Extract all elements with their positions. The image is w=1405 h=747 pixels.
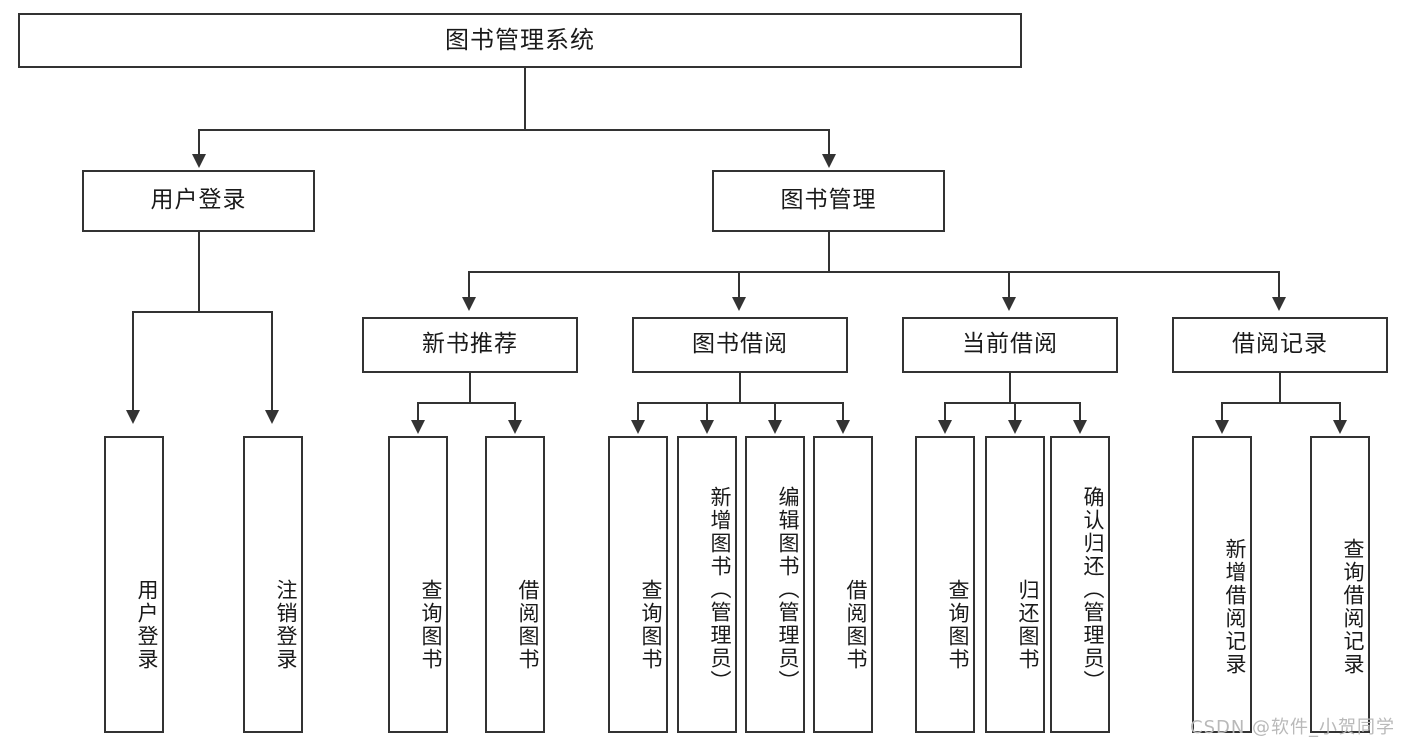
- node-label: 查询图书: [419, 578, 443, 671]
- node-borrow-record[interactable]: 借阅记录: [1172, 317, 1388, 373]
- connector-drop-bb-leaf-2: [706, 402, 708, 422]
- node-label: 借阅图书: [844, 578, 868, 671]
- connector-drop-current-borrow: [1008, 271, 1010, 299]
- leaf-user-login-login[interactable]: 用户登录: [104, 436, 164, 733]
- node-book-management[interactable]: 图书管理: [712, 170, 945, 232]
- node-label: 用户登录: [150, 187, 247, 214]
- connector-drop-leaf-user-login: [132, 311, 134, 412]
- connector-book-borrow-bus: [637, 402, 843, 404]
- node-label: 借阅记录: [1232, 331, 1328, 358]
- node-label: 注销登录: [274, 578, 298, 671]
- arrow-icon-bb-leaf-4: [836, 420, 850, 434]
- node-user-login[interactable]: 用户登录: [82, 170, 315, 232]
- arrow-icon-leaf-logout: [265, 410, 279, 424]
- node-label: 新书推荐: [422, 331, 518, 358]
- leaf-user-login-logout[interactable]: 注销登录: [243, 436, 303, 733]
- connector-drop-new-book-recommend: [468, 271, 470, 299]
- arrow-icon-br-leaf-2: [1333, 420, 1347, 434]
- connector-new-book-recommend-stem: [469, 373, 471, 403]
- node-label: 用户登录: [135, 578, 159, 671]
- node-current-borrow[interactable]: 当前借阅: [902, 317, 1118, 373]
- leaf-current-borrow-return-book[interactable]: 归还图书: [985, 436, 1045, 733]
- arrow-icon-new-book-recommend: [462, 297, 476, 311]
- connector-book-management-stem: [828, 232, 830, 272]
- leaf-borrow-record-add-record[interactable]: 新增借阅记录: [1192, 436, 1252, 733]
- connector-drop-leaf-logout: [271, 311, 273, 412]
- connector-borrow-record-stem: [1279, 373, 1281, 403]
- arrow-icon-book-borrow: [732, 297, 746, 311]
- arrow-icon-bb-leaf-2: [700, 420, 714, 434]
- connector-current-borrow-bus: [944, 402, 1080, 404]
- connector-drop-cb-leaf-3: [1079, 402, 1081, 422]
- node-new-book-recommend[interactable]: 新书推荐: [362, 317, 578, 373]
- arrow-icon-current-borrow: [1002, 297, 1016, 311]
- arrow-icon-book-management: [822, 154, 836, 168]
- arrow-icon-bb-leaf-1: [631, 420, 645, 434]
- node-label: 查询图书: [946, 578, 970, 671]
- leaf-new-book-recommend-borrow-book[interactable]: 借阅图书: [485, 436, 545, 733]
- connector-drop-borrow-record: [1278, 271, 1280, 299]
- leaf-current-borrow-confirm-return-admin[interactable]: 确认归还（管理员）: [1050, 436, 1110, 733]
- connector-drop-nbr-leaf-2: [514, 402, 516, 422]
- connector-drop-nbr-leaf-1: [417, 402, 419, 422]
- node-label: 图书管理系统: [445, 26, 595, 55]
- leaf-borrow-record-query-record[interactable]: 查询借阅记录: [1310, 436, 1370, 733]
- connector-drop-book-borrow: [738, 271, 740, 299]
- arrow-icon-nbr-leaf-1: [411, 420, 425, 434]
- node-label: 新增图书（管理员）: [708, 486, 732, 693]
- arrow-icon-cb-leaf-3: [1073, 420, 1087, 434]
- connector-current-borrow-stem: [1009, 373, 1011, 403]
- connector-borrow-record-bus: [1221, 402, 1340, 404]
- connector-drop-br-leaf-2: [1339, 402, 1341, 422]
- connector-drop-bb-leaf-1: [637, 402, 639, 422]
- arrow-icon-leaf-user-login: [126, 410, 140, 424]
- leaf-book-borrow-query-book[interactable]: 查询图书: [608, 436, 668, 733]
- arrow-icon-nbr-leaf-2: [508, 420, 522, 434]
- leaf-book-borrow-borrow-book[interactable]: 借阅图书: [813, 436, 873, 733]
- node-label: 图书管理: [780, 187, 877, 214]
- node-label: 借阅图书: [516, 578, 540, 671]
- connector-new-book-recommend-bus: [417, 402, 515, 404]
- connector-book-borrow-stem: [739, 373, 741, 403]
- connector-drop-user-login: [198, 129, 200, 157]
- arrow-icon-cb-leaf-2: [1008, 420, 1022, 434]
- node-label: 确认归还（管理员）: [1081, 486, 1105, 693]
- arrow-icon-borrow-record: [1272, 297, 1286, 311]
- arrow-icon-bb-leaf-3: [768, 420, 782, 434]
- node-label: 归还图书: [1016, 578, 1040, 671]
- node-label: 查询图书: [639, 578, 663, 671]
- node-label: 图书借阅: [692, 331, 788, 358]
- watermark-text: CSDN @软件_小贺同学: [1190, 717, 1396, 738]
- node-label: 新增借阅记录: [1223, 538, 1247, 676]
- connector-level3-bus: [468, 271, 1280, 273]
- connector-drop-br-leaf-1: [1221, 402, 1223, 422]
- connector-drop-cb-leaf-2: [1014, 402, 1016, 422]
- arrow-icon-cb-leaf-1: [938, 420, 952, 434]
- connector-drop-book-management: [828, 129, 830, 157]
- node-label: 查询借阅记录: [1341, 538, 1365, 676]
- connector-user-login-bus: [132, 311, 272, 313]
- leaf-current-borrow-query-book[interactable]: 查询图书: [915, 436, 975, 733]
- connector-root-stem: [524, 68, 526, 130]
- connector-drop-bb-leaf-4: [842, 402, 844, 422]
- node-root-book-management-system[interactable]: 图书管理系统: [18, 13, 1022, 68]
- connector-user-login-stem: [198, 232, 200, 312]
- leaf-book-borrow-add-book-admin[interactable]: 新增图书（管理员）: [677, 436, 737, 733]
- connector-root-bus: [198, 129, 830, 131]
- node-label: 编辑图书（管理员）: [776, 486, 800, 693]
- node-book-borrow[interactable]: 图书借阅: [632, 317, 848, 373]
- connector-drop-cb-leaf-1: [944, 402, 946, 422]
- arrow-icon-user-login: [192, 154, 206, 168]
- connector-drop-bb-leaf-3: [774, 402, 776, 422]
- arrow-icon-br-leaf-1: [1215, 420, 1229, 434]
- leaf-book-borrow-edit-book-admin[interactable]: 编辑图书（管理员）: [745, 436, 805, 733]
- leaf-new-book-recommend-query-book[interactable]: 查询图书: [388, 436, 448, 733]
- node-label: 当前借阅: [962, 331, 1058, 358]
